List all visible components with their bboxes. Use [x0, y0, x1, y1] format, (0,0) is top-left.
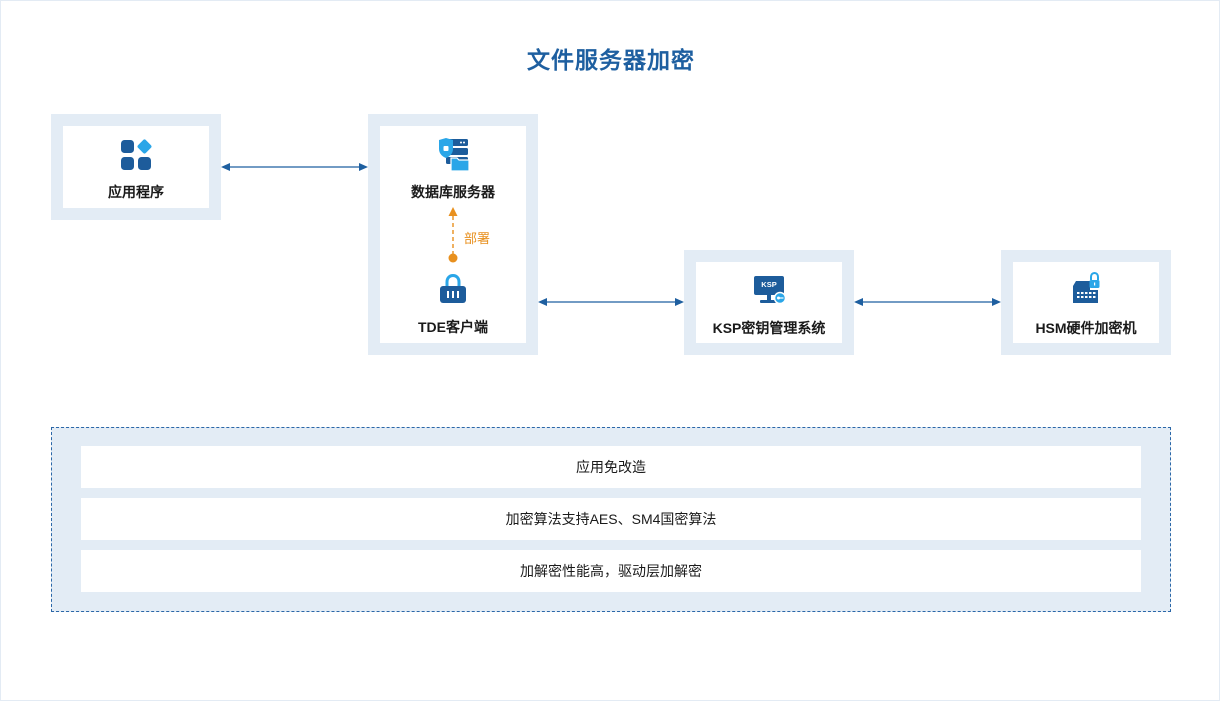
- features-panel: 应用免改造 加密算法支持AES、SM4国密算法 加解密性能高，驱动层加解密: [51, 427, 1171, 612]
- diagram-title: 文件服务器加密: [527, 47, 695, 73]
- edge-ksp-hsm: [854, 298, 1001, 306]
- node-db-server: 数据库服务器 TDE客户端: [368, 114, 538, 355]
- hsm-device-icon: [1073, 272, 1100, 303]
- node-app-label: 应用程序: [108, 184, 164, 200]
- node-app: 应用程序: [51, 114, 221, 220]
- lock-icon: [440, 274, 466, 303]
- edge-deploy: [448, 207, 458, 263]
- feature-row: 加解密性能高，驱动层加解密: [81, 550, 1141, 592]
- node-tde-label: TDE客户端: [418, 319, 488, 335]
- node-db-label: 数据库服务器: [411, 184, 495, 200]
- edge-tde-ksp: [538, 298, 684, 306]
- node-ksp-label: KSP密钥管理系统: [712, 320, 826, 336]
- node-hsm: HSM硬件加密机: [1001, 250, 1171, 355]
- edge-app-db: [221, 163, 368, 171]
- apps-grid-icon: [121, 139, 152, 170]
- deploy-label: 部署: [464, 231, 491, 246]
- ksp-badge-text: KSP: [761, 280, 776, 289]
- node-ksp: KSP KSP密钥管理系统: [684, 250, 854, 355]
- ksp-monitor-icon: KSP: [754, 276, 787, 305]
- feature-row: 应用免改造: [81, 446, 1141, 488]
- node-hsm-label: HSM硬件加密机: [1035, 320, 1137, 336]
- feature-row: 加密算法支持AES、SM4国密算法: [81, 498, 1141, 540]
- database-server-icon: [439, 138, 470, 172]
